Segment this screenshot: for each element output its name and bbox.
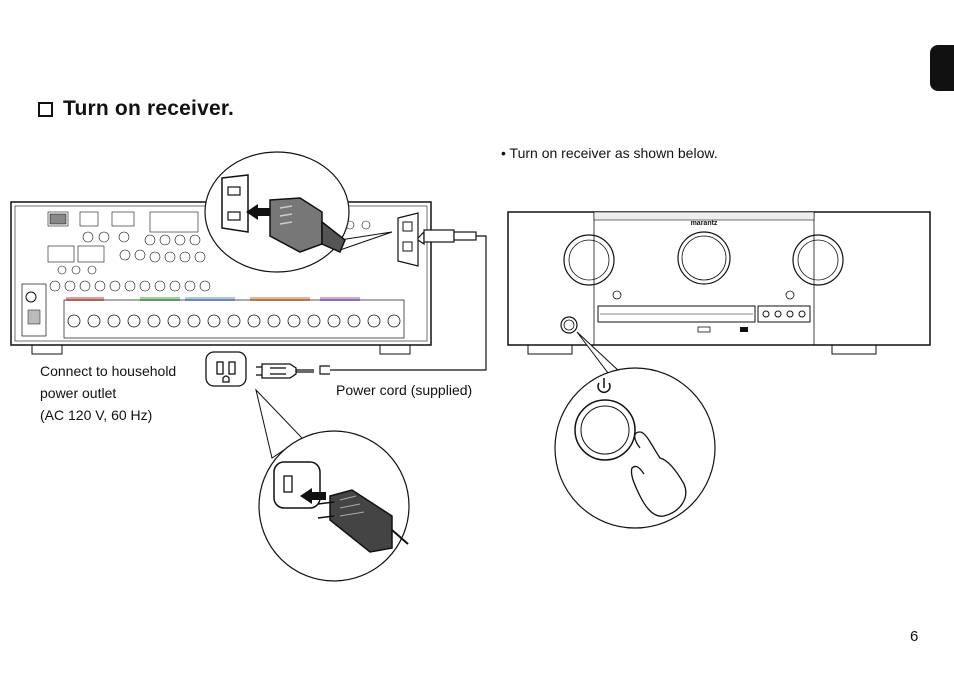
brand-logo-text: marantz <box>691 220 718 227</box>
outlet-zoom-balloon <box>255 388 410 582</box>
instruction-bullet: • Turn on receiver as shown below. <box>501 145 718 161</box>
power-plug-icon <box>256 363 314 379</box>
receiver-front-panel: marantz <box>507 211 931 355</box>
checkbox-icon <box>38 101 53 117</box>
wall-outlet-icon <box>205 351 247 387</box>
heading-text: Turn on receiver. <box>63 97 235 120</box>
power-cord-label: Power cord (supplied) <box>336 382 473 398</box>
outlet-label-line-2: power outlet <box>40 385 117 401</box>
outlet-label-line-3: (AC 120 V, 60 Hz) <box>40 407 153 423</box>
pointing-hand-icon <box>630 431 687 517</box>
iec-inlet-zoom-balloon <box>204 151 393 273</box>
instruction-text: Turn on receiver as shown below. <box>509 145 718 161</box>
receiver-rear-panel <box>10 201 432 355</box>
iec-inlet-icon <box>221 174 249 233</box>
section-heading: Turn on receiver. <box>38 97 234 121</box>
section-tab-marker <box>930 45 954 91</box>
outlet-label: Connect to household power outlet (AC 12… <box>40 360 210 426</box>
arrow-icon <box>246 204 272 220</box>
power-cord-line <box>319 229 487 375</box>
power-symbol-icon <box>597 378 611 393</box>
iec-plug-body <box>269 197 346 253</box>
power-button-zoom-balloon <box>554 331 716 529</box>
outlet-label-line-1: Connect to household <box>40 363 177 379</box>
page-number: 6 <box>910 628 919 645</box>
